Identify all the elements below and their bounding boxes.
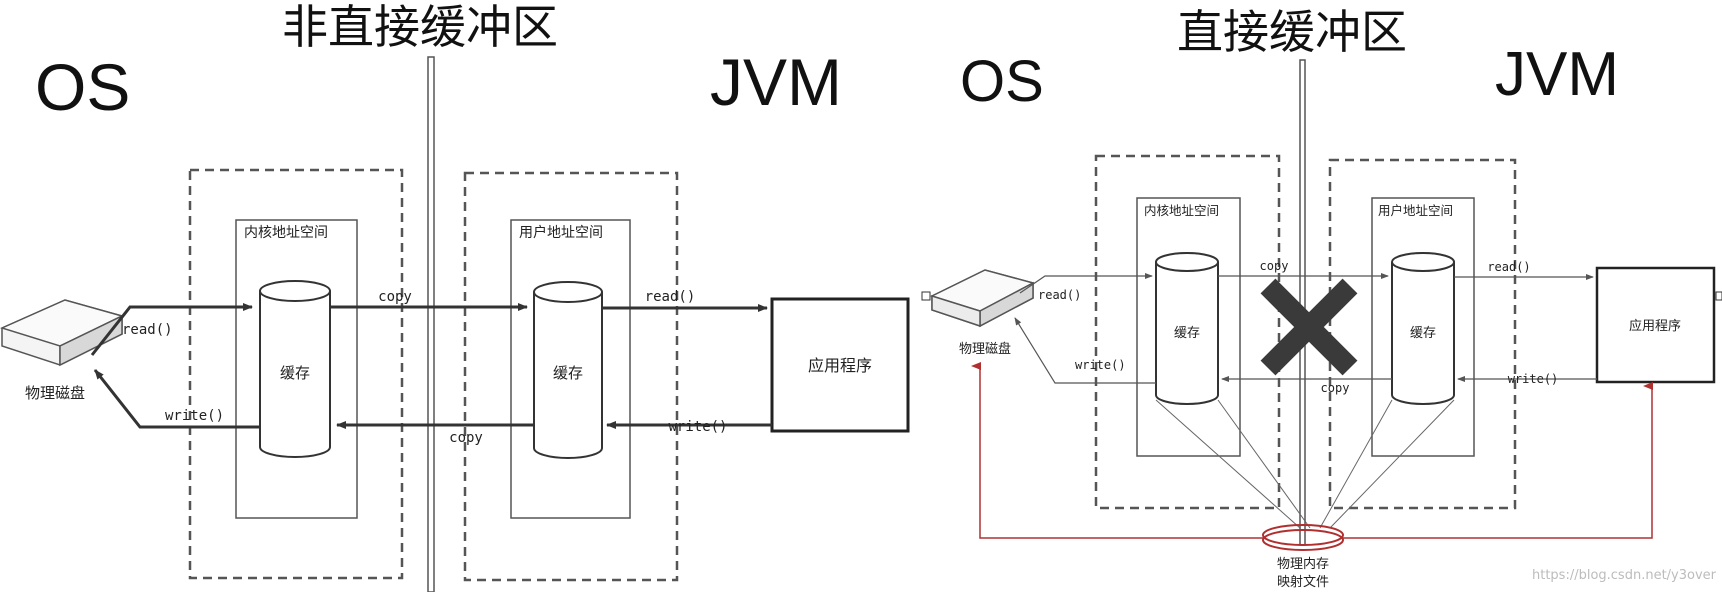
right-mapping-lines <box>1155 399 1455 529</box>
left-user-cache-cylinder: 缓存 <box>533 281 603 459</box>
watermark: https://blog.csdn.net/y3over <box>1532 568 1717 583</box>
left-read-disk-label: read() <box>122 322 173 338</box>
right-write-disk-arrow <box>1014 317 1156 384</box>
right-mapped-to-app-arrow <box>1343 382 1653 539</box>
right-kernel-region <box>1094 154 1281 510</box>
left-copy-top-label: copy <box>378 289 412 305</box>
left-read-disk-arrow <box>90 303 253 356</box>
left-write-disk-arrow <box>93 369 260 429</box>
left-disk-icon <box>0 299 125 367</box>
right-jvm-label: JVM <box>1495 40 1619 109</box>
left-kernel-region <box>188 168 404 580</box>
left-write-app-label: write() <box>668 419 727 435</box>
right-copy-top-label: copy <box>1260 259 1289 273</box>
right-read-disk-label: read() <box>1038 288 1081 302</box>
right-app-label: 应用程序 <box>1629 318 1681 334</box>
right-user-space-box <box>1371 197 1475 457</box>
right-user-cache-cylinder: 缓存 <box>1391 252 1455 405</box>
right-write-disk-label: write() <box>1075 358 1126 372</box>
right-diagram: 直接缓冲区 OS JVM 内核地址空间 用户地址空间 缓存 缓存 <box>921 6 1722 590</box>
left-user-space-label: 用户地址空间 <box>519 224 603 241</box>
left-diagram: 非直接缓冲区 OS JVM 内核地址空间 用户地址空间 缓存 缓存 <box>0 1 910 592</box>
left-divider <box>427 56 435 592</box>
left-kernel-space-label: 内核地址空间 <box>244 225 328 241</box>
right-app-handle-right <box>1715 291 1722 301</box>
left-disk-label: 物理磁盘 <box>25 384 85 402</box>
right-kernel-cache-cylinder: 缓存 <box>1155 252 1219 405</box>
left-kernel-cache-label: 缓存 <box>280 364 310 382</box>
left-title: 非直接缓冲区 <box>282 1 558 53</box>
left-read-app-label: read() <box>645 289 696 305</box>
right-disk-label: 物理磁盘 <box>959 341 1011 357</box>
left-user-cache-label: 缓存 <box>553 364 583 382</box>
right-kernel-space-label: 内核地址空间 <box>1144 203 1219 218</box>
left-jvm-label: JVM <box>710 45 842 119</box>
right-app-box <box>1595 266 1716 384</box>
right-os-label: OS <box>960 49 1044 114</box>
right-user-cache-label: 缓存 <box>1410 326 1436 341</box>
right-mapped-label-line2: 映射文件 <box>1277 574 1329 590</box>
right-no-copy-cross-icon <box>1260 278 1358 376</box>
left-copy-bottom-label: copy <box>449 430 483 446</box>
right-mapped-to-disk-arrow <box>971 362 1263 539</box>
right-disk-icon <box>929 269 1036 328</box>
right-read-app-label: read() <box>1487 260 1530 274</box>
left-kernel-cache-cylinder: 缓存 <box>259 280 331 458</box>
left-user-space-box <box>510 219 631 519</box>
left-write-disk-label: write() <box>165 408 224 424</box>
right-mapped-label-line1: 物理内存 <box>1277 556 1329 572</box>
right-copy-bottom-label: copy <box>1321 381 1350 395</box>
right-divider <box>1299 59 1306 546</box>
right-kernel-cache-label: 缓存 <box>1174 326 1200 341</box>
left-user-region <box>463 171 679 582</box>
right-user-space-label: 用户地址空间 <box>1378 203 1453 218</box>
left-os-label: OS <box>35 50 130 124</box>
right-title: 直接缓冲区 <box>1177 6 1407 58</box>
right-disk-handle-left <box>921 291 931 301</box>
right-mapped-file-icon <box>1262 524 1344 551</box>
right-kernel-space-box <box>1136 197 1241 457</box>
right-read-disk-arrow <box>1019 273 1153 294</box>
right-write-app-label: write() <box>1508 372 1559 386</box>
left-app-label: 应用程序 <box>808 356 872 375</box>
left-app-box <box>770 297 910 433</box>
left-kernel-space-box <box>235 219 358 519</box>
